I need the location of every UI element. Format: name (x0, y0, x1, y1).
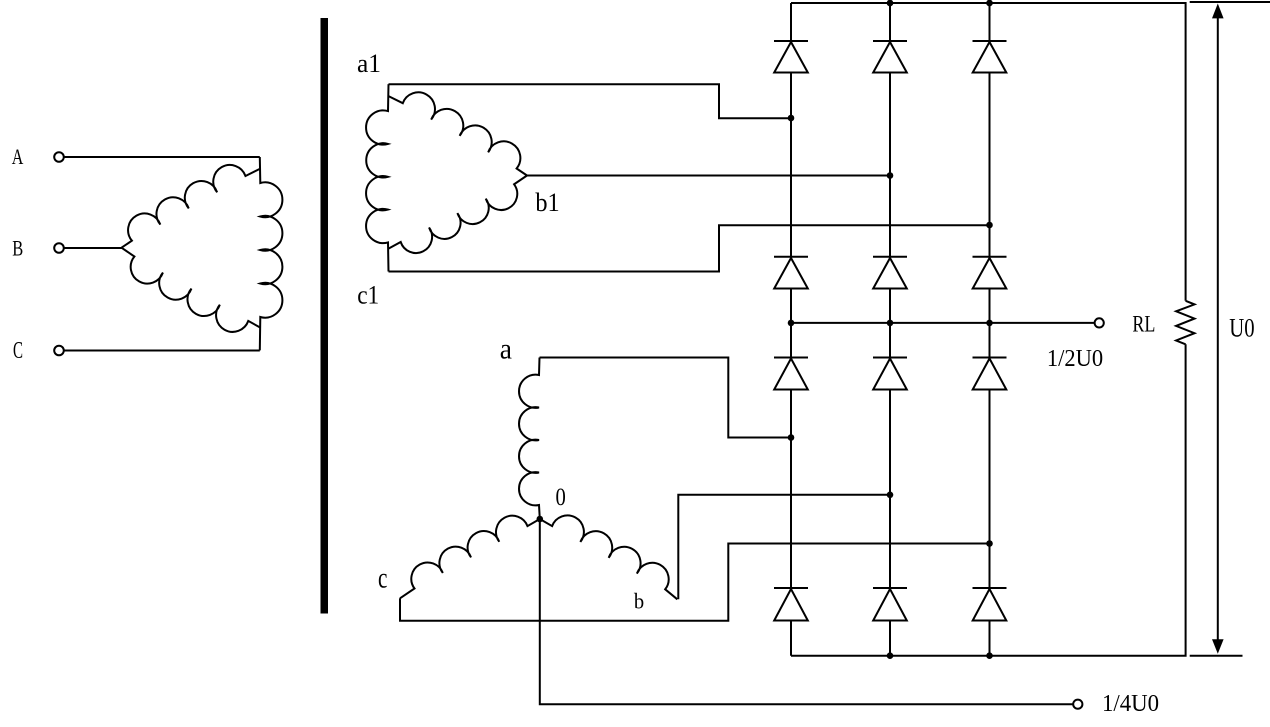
svg-text:0: 0 (556, 484, 566, 511)
svg-text:A: A (12, 144, 24, 169)
svg-text:c: c (378, 562, 387, 595)
svg-text:RL: RL (1132, 312, 1155, 337)
svg-text:a: a (500, 333, 512, 366)
svg-text:C: C (13, 338, 23, 364)
svg-text:b1: b1 (535, 188, 559, 217)
svg-text:a1: a1 (357, 49, 381, 78)
svg-text:U0: U0 (1229, 314, 1254, 343)
svg-text:1/4U0: 1/4U0 (1102, 690, 1159, 717)
svg-text:B: B (12, 236, 23, 261)
svg-text:1/2U0: 1/2U0 (1047, 345, 1103, 372)
svg-text:b: b (634, 588, 644, 613)
svg-text:c1: c1 (357, 281, 379, 310)
